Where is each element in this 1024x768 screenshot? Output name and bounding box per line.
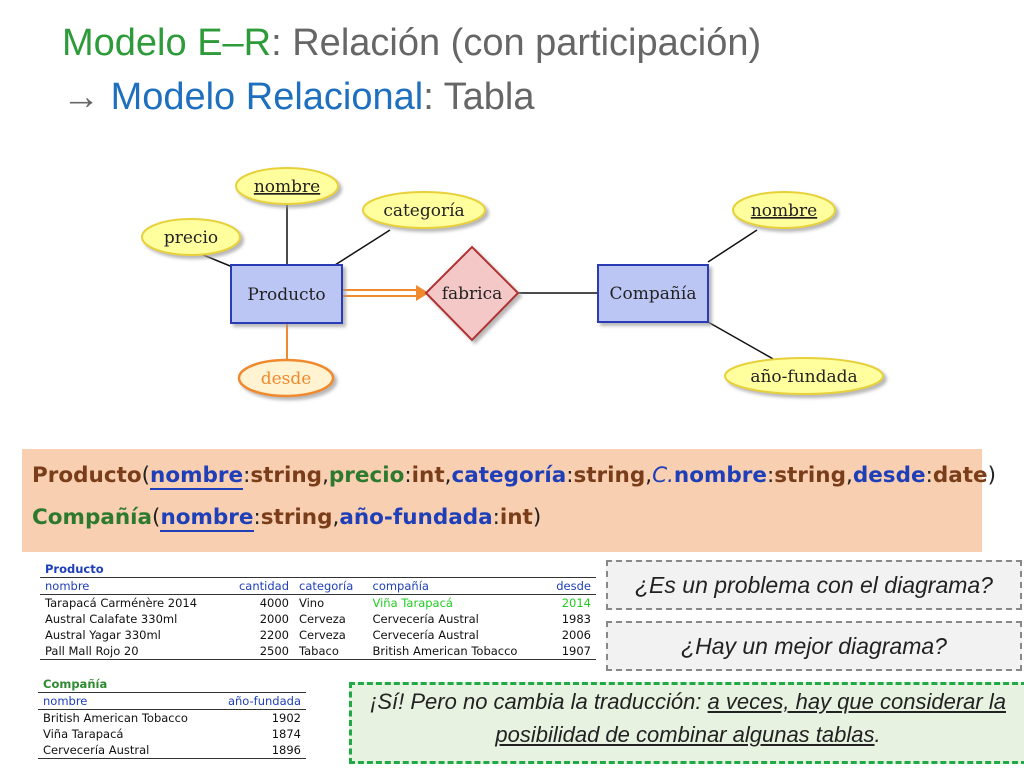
table-compania-caption: Compañía [43,677,108,691]
schema-producto-attr1: nombre [150,463,244,490]
table-cell: 1874 [271,727,301,741]
attribute-precio: precio [141,218,241,256]
schema-compania-type2: int [499,505,533,530]
table-cell: Viña Tarapacá [43,727,124,741]
table-producto-caption: Producto [45,562,104,576]
title-table-part: : Tabla [423,76,535,118]
title-arrow: → [62,76,111,118]
title-relational-model: Modelo Relacional [110,76,424,118]
attribute-nombre-compania-label: nombre [751,201,817,221]
schema-producto-attr3: categoría [451,463,567,488]
table-cell: 2000 [259,612,289,626]
table-cell: 2014 [561,596,591,610]
table-cell: Cervecería Austral [372,612,479,626]
table-cell: Cerveza [299,628,346,642]
attribute-categoria: categoría [362,191,486,229]
table-row: Tarapacá Carménère 2014 4000 Vino Viña T… [40,595,596,612]
schema-producto-type1: string [250,463,323,488]
table-producto: Producto nombre cantidad categoría compa… [40,561,596,660]
schema-producto-attr2: precio [328,463,405,488]
schema-compania-type1: string [260,505,333,530]
attribute-precio-label: precio [164,228,218,248]
table-cell: 1902 [271,711,301,725]
table-producto-header: nombre [40,577,226,595]
table-producto-header: desde [544,577,596,595]
slide-title-line2: → Modelo Relacional: Tabla [62,76,534,119]
table-cell: 4000 [259,596,289,610]
schema-compania-attr2: año-fundada [339,505,493,530]
table-cell: 2200 [259,628,289,642]
attribute-nombre-producto: nombre [235,167,339,205]
table-cell: 1896 [212,742,306,759]
table-compania-header: año-fundada [212,692,306,710]
table-cell: Pall Mall Rojo 20 [40,643,226,660]
table-row: Pall Mall Rojo 20 2500 Tabaco British Am… [40,643,596,660]
relationship-fabrica: fabrica [424,245,520,342]
schema-producto-attr5: desde [852,463,926,488]
schema-producto-fk-prefix: C. [652,463,674,488]
table-cell: 2500 [225,643,294,660]
title-relation-part: : Relación (con participación) [271,22,762,64]
schema-producto-name: Producto [32,463,142,488]
title-er-model: Modelo E–R [62,22,272,64]
attribute-desde: desde [237,358,335,398]
table-row: Austral Calafate 330ml 2000 Cerveza Cerv… [40,611,596,627]
table-cell: Cervecería Austral [372,628,479,642]
schema-producto-type4: string [774,463,846,488]
schema-row-producto: Producto(nombre:string,precio:int,catego… [32,463,996,490]
table-cell: Cervecería Austral [38,742,213,759]
entity-producto: Producto [230,264,343,324]
table-cell: British American Tobacco [367,643,545,660]
table-row: Cervecería Austral 1896 [38,742,306,759]
schema-producto-type3: string [573,463,646,488]
table-cell: 1983 [561,612,591,626]
table-cell: Austral Yagar 330ml [45,628,161,642]
table-cell: Viña Tarapacá [372,596,453,610]
table-cell: 2006 [561,628,591,642]
attribute-nombre-producto-label: nombre [254,177,320,197]
attribute-nombre-compania: nombre [732,191,836,229]
question-box-2: ¿Hay un mejor diagrama? [606,621,1022,671]
schema-compania-name: Compañía [32,505,153,530]
answer-text: ¡Sí! Pero no cambia la traducción: [370,689,708,714]
question-box-1: ¿Es un problema con el diagrama? [606,560,1022,610]
table-producto-header: compañía [367,577,545,595]
table-row: Austral Yagar 330ml 2200 Cerveza Cervece… [40,627,596,643]
entity-compania: Compañía [597,264,709,323]
schema-compania-attr1: nombre [160,505,254,532]
answer-box: ¡Sí! Pero no cambia la traducción: a vec… [349,682,1024,764]
table-row: British American Tobacco 1902 [38,710,306,727]
slide-title-line1: Modelo E–R: Relación (con participación) [62,22,761,65]
table-row: Viña Tarapacá 1874 [38,726,306,742]
schema-row-compania: Compañía(nombre:string,año-fundada:int) [32,505,542,532]
table-cell: British American Tobacco [43,711,188,725]
table-cell: Tarapacá Carménère 2014 [45,596,198,610]
table-cell: Austral Calafate 330ml [45,612,178,626]
table-compania: Compañía nombre año-fundada British Amer… [38,676,306,759]
schema-producto-type2: int [411,463,445,488]
schema-producto-type5: date [932,463,988,488]
entity-compania-label: Compañía [610,284,697,304]
er-diagram: Producto Compañía fabrica nombre precio … [141,167,884,398]
attribute-ano-fundada-label: año-fundada [750,367,857,387]
participation-arrow [343,285,429,301]
relational-schema-box: Producto(nombre:string,precio:int,catego… [22,449,996,552]
table-compania-header: nombre [38,692,213,710]
table-cell: Tabaco [294,643,368,660]
answer-end: . [874,722,881,747]
attribute-categoria-label: categoría [383,201,464,221]
attribute-ano-fundada: año-fundada [724,357,884,395]
attribute-desde-label: desde [261,369,312,389]
table-cell: 1907 [544,643,596,660]
entity-producto-label: Producto [247,285,325,305]
table-producto-header: cantidad [225,577,294,595]
schema-producto-attr4: nombre [673,463,767,488]
answer-underlined-text: a veces, hay que considerar la posibilid… [495,689,1006,747]
table-cell: Cerveza [299,612,346,626]
table-cell: Vino [299,596,325,610]
relationship-fabrica-label: fabrica [442,284,503,304]
table-producto-header: categoría [294,577,368,595]
